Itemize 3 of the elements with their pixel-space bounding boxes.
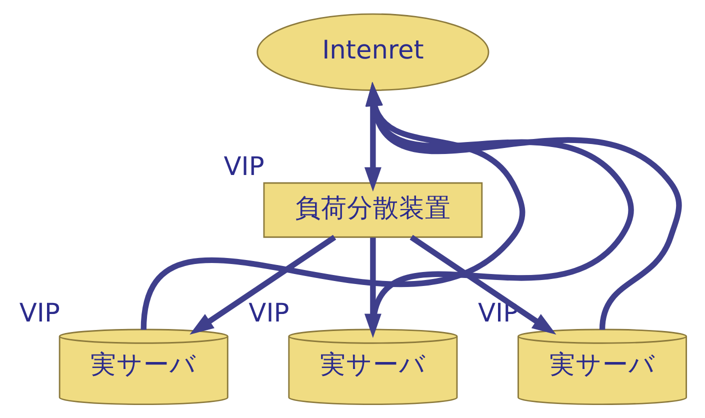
node-label: VIP <box>18 298 60 329</box>
node-label: VIP <box>248 298 289 329</box>
node-label: VIP <box>223 152 264 182</box>
